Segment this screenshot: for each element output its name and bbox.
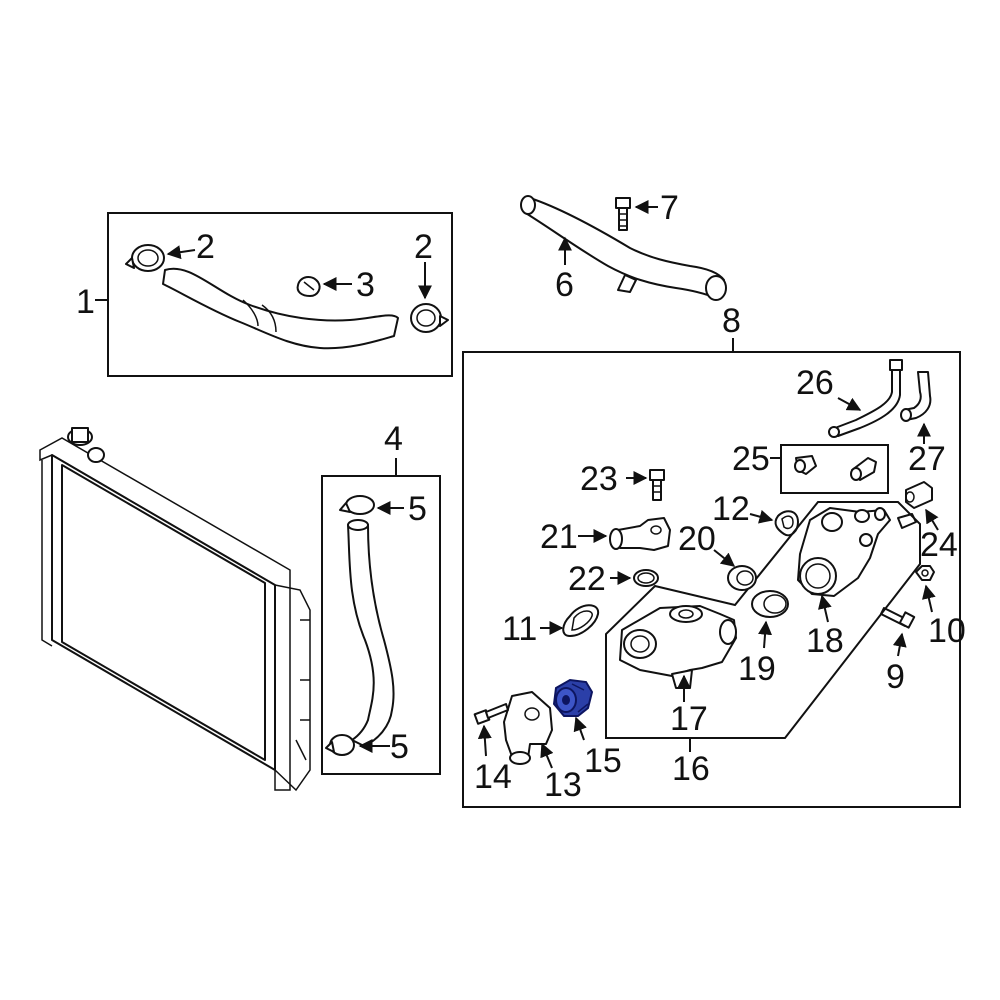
fitting-24[interactable] <box>905 481 933 509</box>
callout-2-left[interactable]: 2 <box>196 228 215 266</box>
leader-9 <box>892 632 907 657</box>
callout-18[interactable]: 18 <box>806 622 844 660</box>
leader-24 <box>925 508 939 531</box>
callout-10[interactable]: 10 <box>928 612 966 650</box>
seal-19[interactable] <box>751 590 789 618</box>
leader-13 <box>540 742 554 769</box>
bolt-9[interactable] <box>880 607 916 629</box>
bolt-23[interactable] <box>649 469 665 501</box>
callout-23[interactable]: 23 <box>580 460 618 498</box>
group-box-25 <box>780 444 889 494</box>
callout-8[interactable]: 8 <box>722 302 741 340</box>
leader-18 <box>818 594 832 623</box>
hose-clamp-top[interactable] <box>339 495 375 515</box>
callout-4[interactable]: 4 <box>384 420 403 458</box>
hose-clamp-right[interactable] <box>410 303 449 333</box>
thermostat-housing-18[interactable] <box>797 507 891 597</box>
bypass-hose-26[interactable] <box>828 359 903 438</box>
hose-clamp-left[interactable] <box>125 244 165 272</box>
callout-20[interactable]: 20 <box>678 520 716 558</box>
callout-2-right[interactable]: 2 <box>414 228 433 266</box>
callout-24[interactable]: 24 <box>920 526 958 564</box>
leader-20 <box>713 549 736 567</box>
callout-6[interactable]: 6 <box>555 266 574 304</box>
hose-clamp-bottom[interactable] <box>325 734 355 756</box>
water-outlet-housing-17[interactable] <box>619 605 737 689</box>
nut-10[interactable] <box>915 565 935 581</box>
o-ring-22[interactable] <box>633 569 659 587</box>
connector-25-left[interactable] <box>794 455 817 475</box>
callout-22[interactable]: 22 <box>568 560 606 598</box>
leader-15 <box>573 716 587 741</box>
leader-14 <box>477 724 492 757</box>
callout-19[interactable]: 19 <box>738 650 776 688</box>
callout-13[interactable]: 13 <box>544 766 582 804</box>
bolt-7[interactable] <box>615 197 631 231</box>
water-outlet-fitting-13[interactable] <box>503 691 553 765</box>
leader-10 <box>922 584 936 613</box>
callout-5-top[interactable]: 5 <box>408 490 427 528</box>
callout-7[interactable]: 7 <box>660 189 679 227</box>
leader-26 <box>837 397 862 411</box>
callout-1[interactable]: 1 <box>76 283 95 321</box>
leader-19 <box>758 620 773 649</box>
group-box-hose-1 <box>107 212 453 377</box>
bypass-hose-27[interactable] <box>900 371 932 422</box>
lower-radiator-hose[interactable] <box>347 519 395 747</box>
callout-25[interactable]: 25 <box>732 440 770 478</box>
upper-radiator-hose[interactable] <box>162 267 399 350</box>
callout-16[interactable]: 16 <box>672 750 710 788</box>
callout-17[interactable]: 17 <box>670 700 708 738</box>
callout-5-bottom[interactable]: 5 <box>390 728 409 766</box>
gasket-11[interactable] <box>562 604 600 637</box>
callout-26[interactable]: 26 <box>796 364 834 402</box>
callout-14[interactable]: 14 <box>474 758 512 796</box>
callout-12[interactable]: 12 <box>712 490 750 528</box>
water-inlet-fitting-21[interactable] <box>609 517 671 551</box>
connector-25-right[interactable] <box>850 457 877 481</box>
callout-3[interactable]: 3 <box>356 266 375 304</box>
thermostat-15-highlighted[interactable] <box>552 678 594 717</box>
group-box-hose-4 <box>321 475 441 775</box>
group-box-8 <box>462 351 961 808</box>
leader-12 <box>749 509 774 524</box>
callout-21[interactable]: 21 <box>540 518 578 556</box>
callout-15[interactable]: 15 <box>584 742 622 780</box>
leader-2-left <box>166 245 196 260</box>
hose-clip[interactable] <box>296 276 321 297</box>
bolt-14[interactable] <box>473 703 509 725</box>
water-pipe[interactable] <box>520 195 727 301</box>
seal-20[interactable] <box>727 565 757 591</box>
callout-27[interactable]: 27 <box>908 440 946 478</box>
radiator[interactable] <box>39 427 311 792</box>
callout-11[interactable]: 11 <box>502 610 537 648</box>
callout-9[interactable]: 9 <box>886 658 905 696</box>
gasket-small[interactable] <box>897 513 917 529</box>
group-outline-16 <box>605 501 921 739</box>
